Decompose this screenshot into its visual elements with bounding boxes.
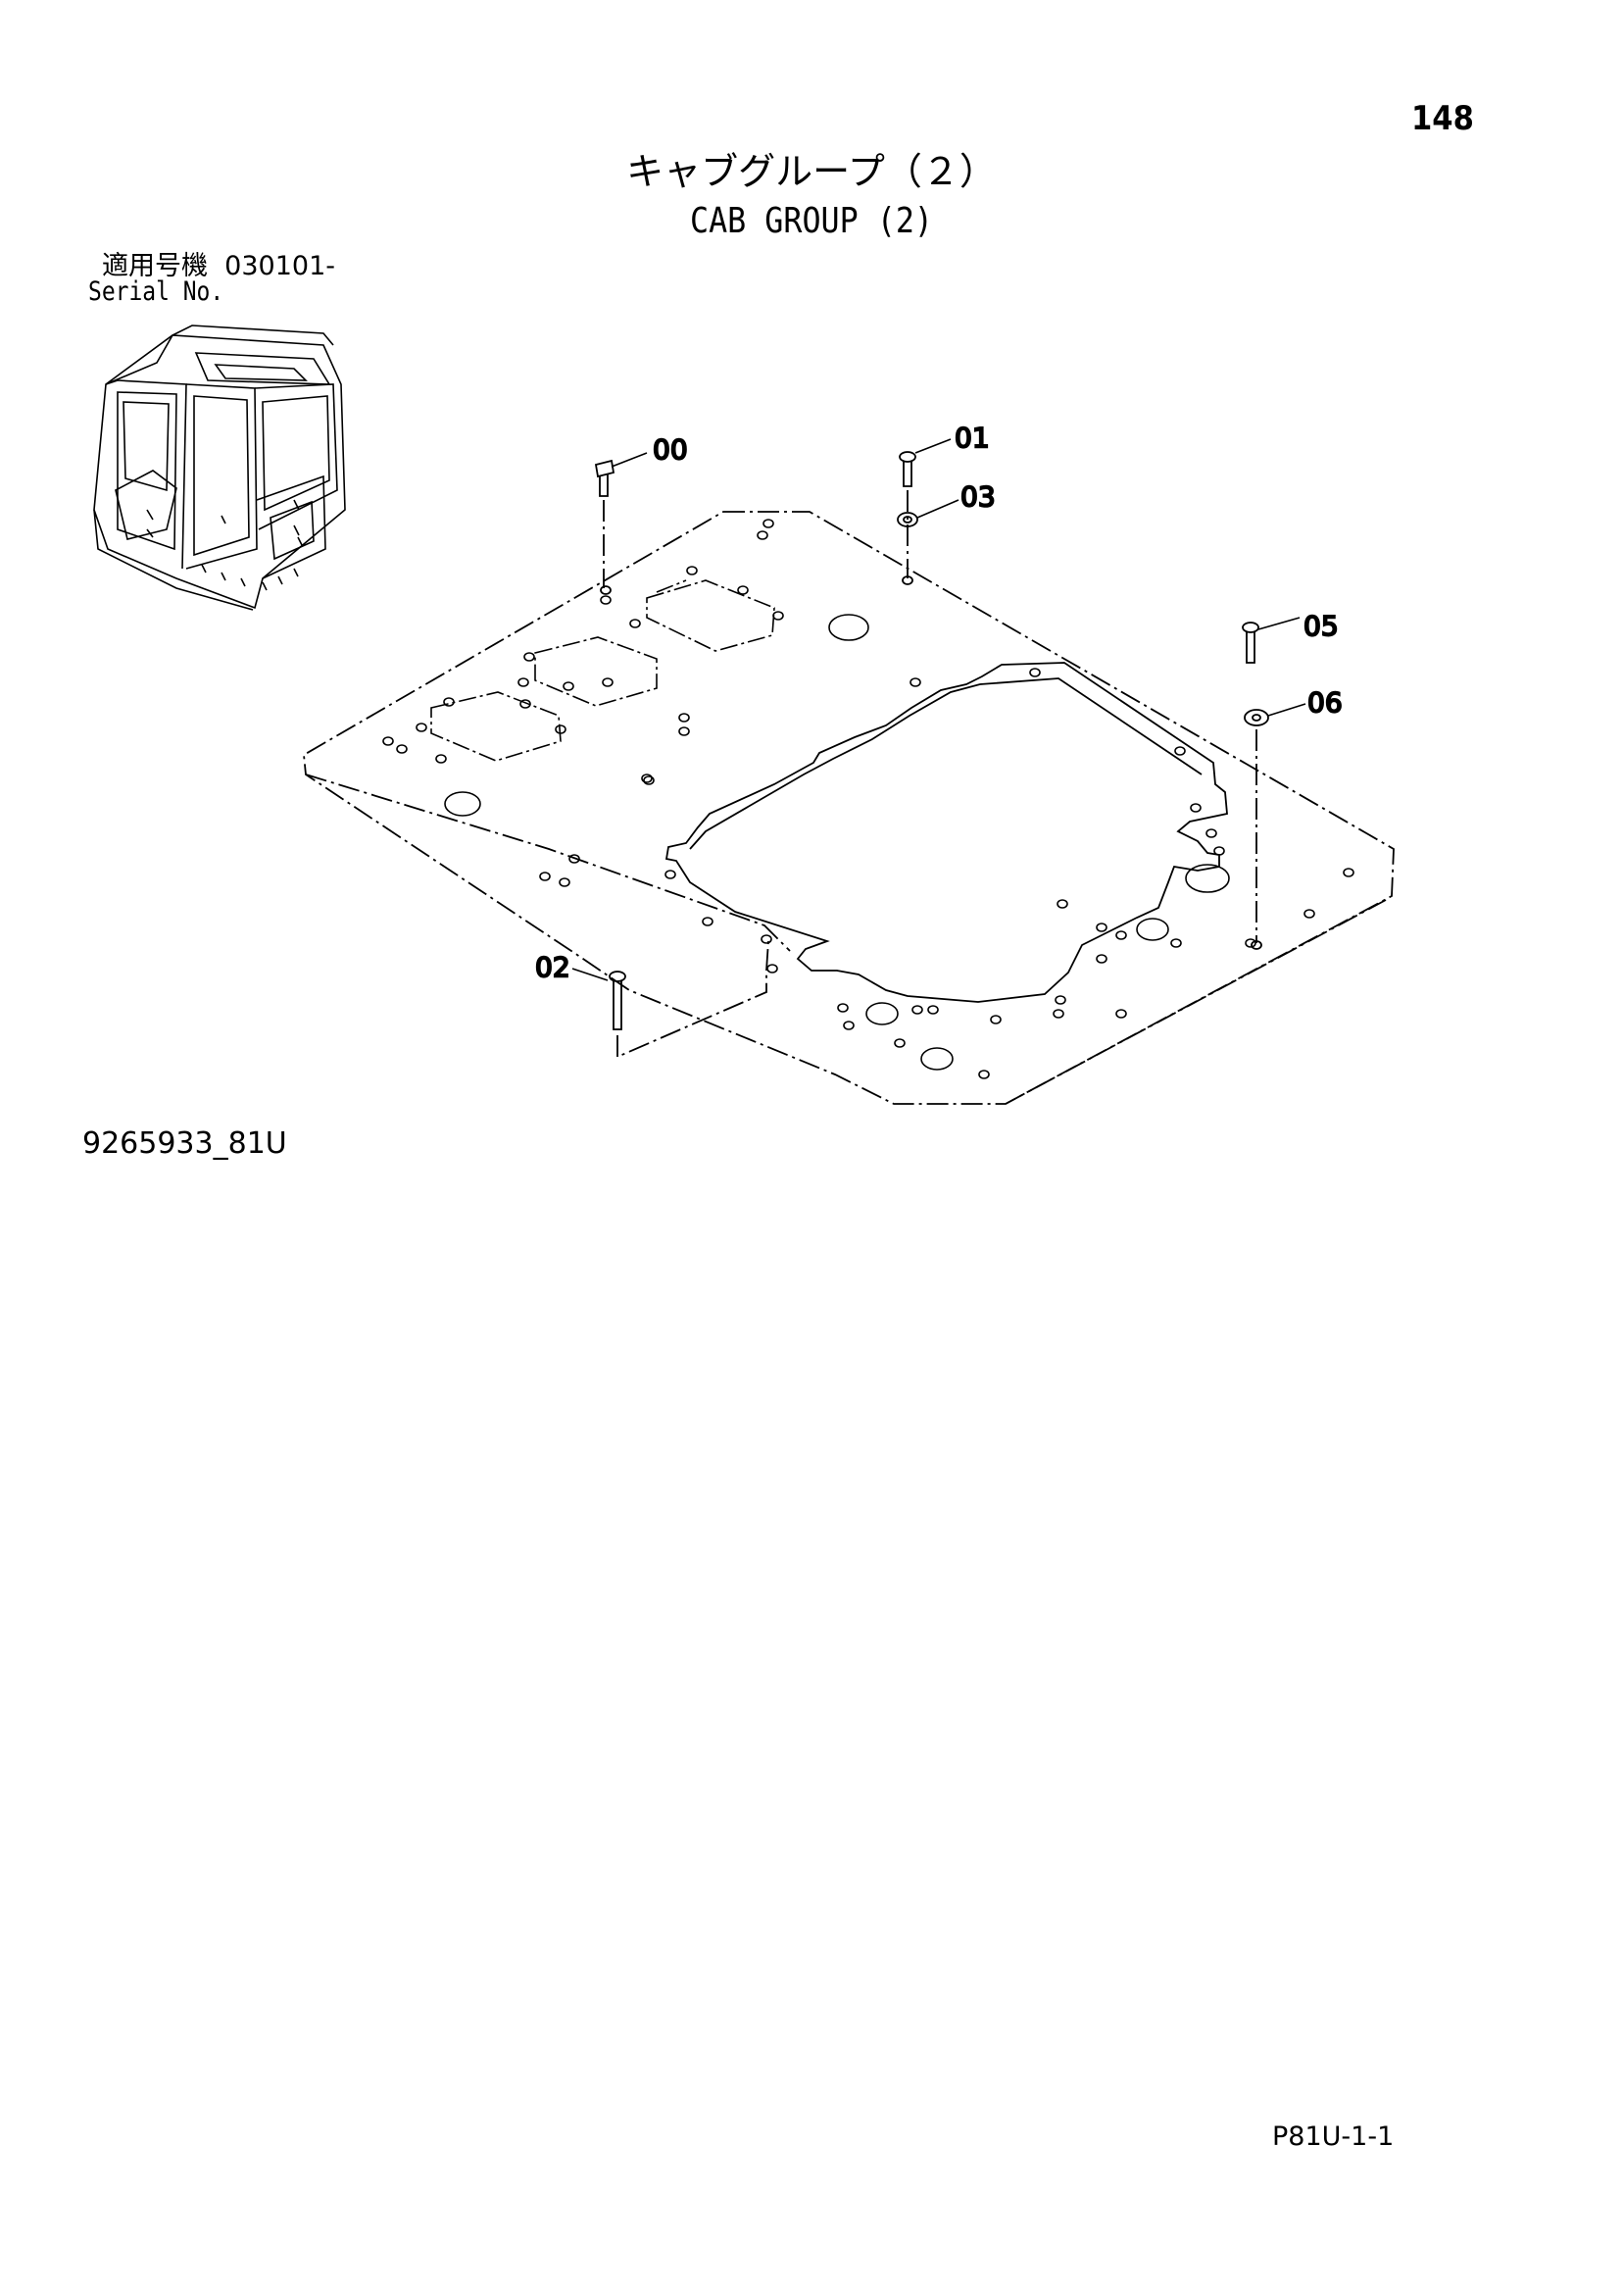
washer-part-06	[1244, 709, 1269, 950]
bolt-part-01	[899, 451, 916, 578]
serial-label-english: Serial No.	[88, 276, 224, 307]
page-title-english: CAB GROUP (2)	[690, 201, 933, 241]
callout-00: 00	[653, 433, 688, 466]
drawing-number: 9265933_81U	[82, 1126, 287, 1161]
callout-06: 06	[1307, 686, 1343, 719]
callout-03: 03	[960, 480, 996, 513]
floor-plate-opening	[664, 662, 1228, 1003]
page-number: 148	[1411, 99, 1474, 138]
bolt-part-02	[609, 940, 769, 1059]
plate-holes	[382, 519, 1354, 1079]
cab-thumbnail-illustration	[93, 324, 346, 611]
page-title-japanese: キャブグループ（２）	[626, 150, 997, 193]
washer-part-03	[897, 512, 918, 585]
callout-02: 02	[535, 951, 570, 983]
serial-value: 030101-	[224, 251, 335, 281]
serial-line: 適用号機 030101-	[102, 253, 335, 279]
bolt-part-05	[1242, 622, 1259, 664]
plate-access-covers	[430, 579, 775, 762]
callout-05: 05	[1303, 610, 1339, 642]
bolt-part-00	[594, 459, 615, 595]
callout-01: 01	[955, 422, 990, 454]
page-code: P81U-1-1	[1272, 2121, 1395, 2152]
serial-label-japanese: 適用号機	[102, 251, 208, 281]
floor-plate-outline	[303, 511, 1395, 1105]
callout-leaders	[571, 438, 1306, 981]
